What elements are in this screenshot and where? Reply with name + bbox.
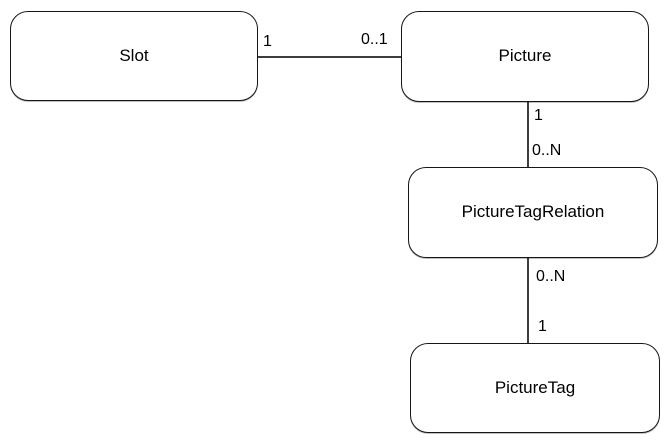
cardinality-label-picturetagrelation-bottom: 0..N bbox=[536, 268, 566, 285]
cardinality-label-picturetagrelation-top: 0..N bbox=[532, 142, 562, 159]
entity-label-picture: Picture bbox=[498, 46, 552, 66]
entity-node-slot: Slot bbox=[10, 11, 258, 101]
cardinality-label-picturetag-top: 1 bbox=[538, 318, 547, 335]
cardinality-label-picture-side: 0..1 bbox=[361, 31, 388, 48]
connector-picture-picturetagrelation bbox=[527, 101, 529, 167]
entity-node-picture-tag: PictureTag bbox=[410, 343, 660, 433]
entity-label-picture-tag-relation: PictureTagRelation bbox=[461, 202, 605, 222]
entity-node-picture-tag-relation: PictureTagRelation bbox=[408, 167, 658, 258]
cardinality-label-slot-side: 1 bbox=[263, 33, 272, 50]
entity-label-slot: Slot bbox=[119, 45, 149, 65]
cardinality-label-picture-bottom: 1 bbox=[534, 107, 543, 124]
connector-picturetagrelation-picturetag bbox=[527, 257, 529, 343]
connector-slot-picture bbox=[257, 56, 401, 58]
entity-node-picture: Picture bbox=[401, 11, 649, 102]
entity-label-picture-tag: PictureTag bbox=[494, 377, 576, 397]
